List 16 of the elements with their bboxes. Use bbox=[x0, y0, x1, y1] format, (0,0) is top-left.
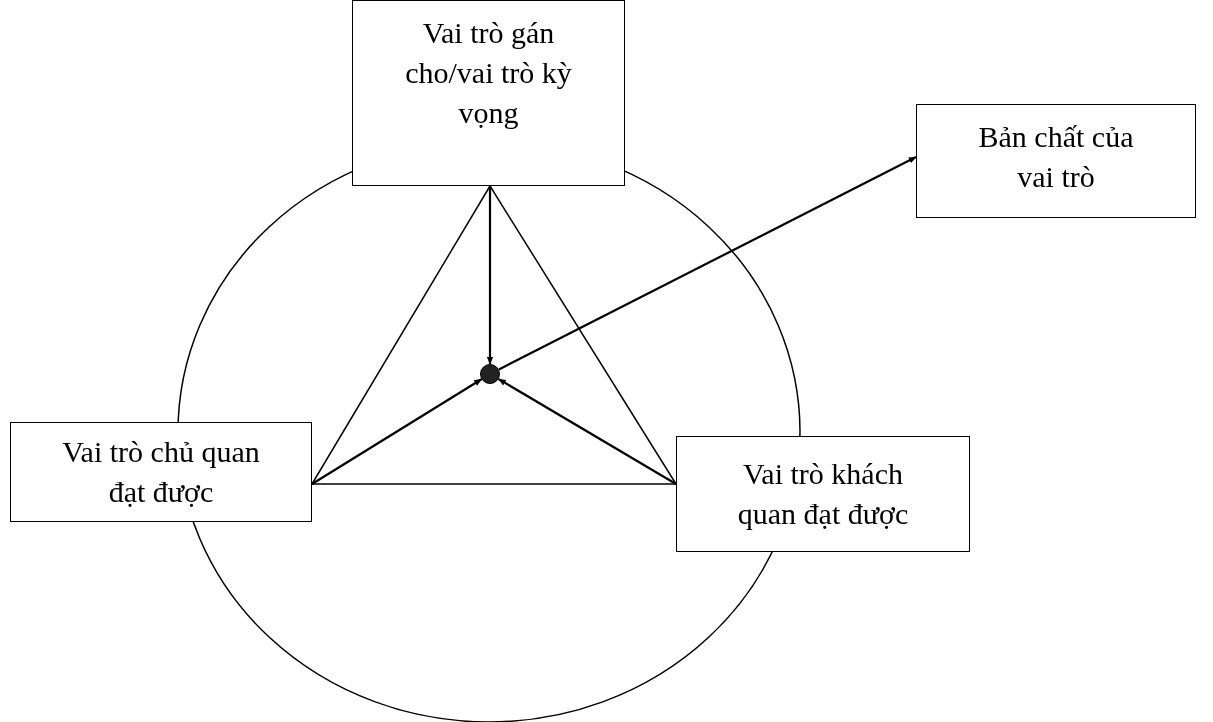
concept-box bbox=[10, 422, 312, 522]
box-label: Vai trò gán cho/vai trò kỳ vọng bbox=[404, 15, 573, 131]
concept-box bbox=[676, 436, 970, 552]
concept-box bbox=[916, 104, 1196, 218]
arrow bbox=[498, 156, 917, 371]
center-dot bbox=[480, 364, 500, 384]
concept-box bbox=[352, 0, 625, 186]
arrow bbox=[486, 186, 494, 365]
box-label: Vai trò khách quan đạt được bbox=[736, 456, 910, 532]
connector-line bbox=[311, 483, 677, 485]
arrow bbox=[311, 378, 483, 485]
connector-line bbox=[311, 185, 491, 485]
box-label: Bản chất của vai trò bbox=[977, 119, 1135, 195]
box-label: Vai trò chủ quan đạt được bbox=[61, 434, 261, 510]
arrow bbox=[497, 378, 677, 485]
connector-line bbox=[489, 185, 677, 485]
